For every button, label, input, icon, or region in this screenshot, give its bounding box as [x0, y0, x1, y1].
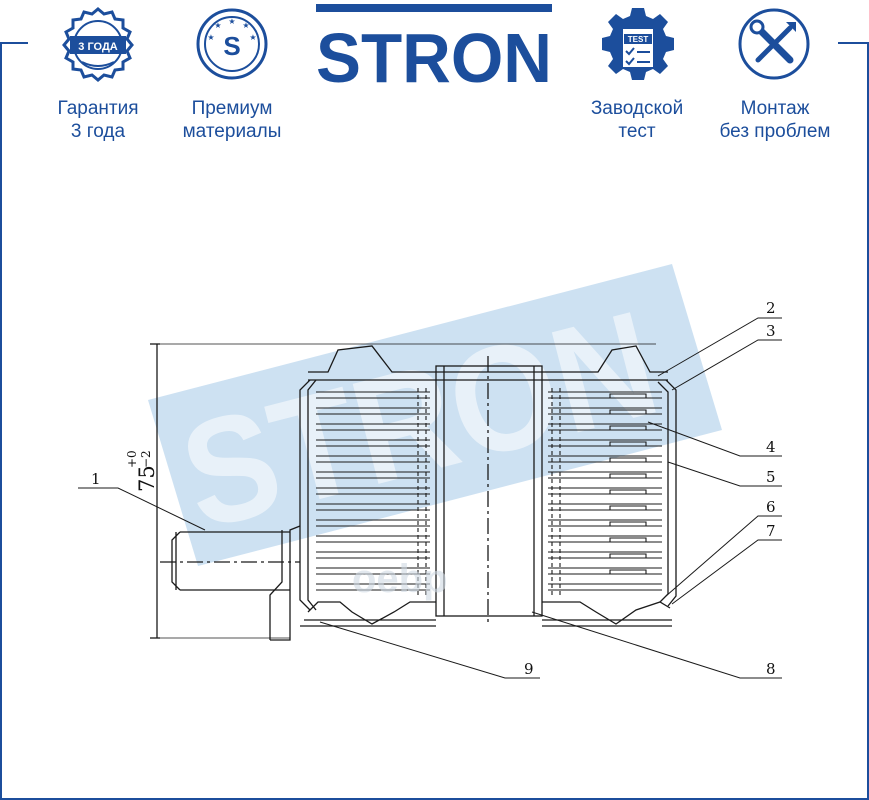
badge-factory-test-line1: Заводской: [590, 98, 684, 119]
plate-stack-left: [316, 388, 430, 596]
callout-5: 5: [766, 468, 776, 486]
frame-line-right: [838, 42, 869, 44]
svg-text:★: ★: [242, 21, 249, 30]
svg-text:★: ★: [249, 33, 256, 42]
dimension-value: 75: [135, 465, 159, 492]
badge-stamp-text: S: [223, 31, 240, 61]
frame-line-left-vertical: [0, 42, 2, 800]
badge-warranty: Гарантия 3 года: [38, 97, 158, 143]
frame-line-right-vertical: [867, 42, 869, 800]
badge-factory-test: Заводской тест: [570, 97, 704, 143]
star-seal-icon: ★★★ ★★ S: [196, 8, 268, 80]
tools-icon: [738, 8, 810, 80]
badge-stamp-text: 3 ГОДА: [78, 41, 118, 53]
callout-9: 9: [524, 660, 534, 678]
frame-line-left: [0, 42, 28, 44]
callout-8: 8: [766, 660, 776, 678]
stron-watermark: STRON: [148, 264, 722, 566]
gear-test-icon: TEST: [602, 8, 674, 80]
svg-text:★: ★: [207, 33, 214, 42]
callout-2: 2: [766, 299, 776, 317]
badge-premium-line2: материалы: [182, 121, 282, 142]
callout-1: 1: [91, 470, 101, 488]
badge-warranty-line2: 3 года: [70, 121, 126, 142]
frame-line-bottom: [0, 798, 869, 800]
badge-factory-test-line2: тест: [618, 121, 656, 142]
overlay-watermark-text: oebp: [352, 557, 448, 601]
badge-premium: Премиум материалы: [165, 97, 299, 143]
badge-installation-line1: Монтаж: [740, 98, 810, 119]
callout-7: 7: [766, 522, 776, 540]
cooler-technical-drawing: STRON: [78, 264, 782, 679]
badge-premium-line1: Премиум: [191, 98, 273, 119]
badge-installation: Монтаж без проблем: [700, 97, 850, 143]
plate-stack-right: [548, 388, 662, 596]
shield-badge-icon: 3 ГОДА: [62, 7, 134, 82]
svg-text:★: ★: [228, 17, 235, 26]
badge-installation-line2: без проблем: [719, 121, 831, 142]
badge-stamp-text: TEST: [628, 35, 649, 44]
svg-text:★: ★: [214, 21, 221, 30]
dimension-tolerance-upper: +0: [125, 450, 139, 468]
callout-6: 6: [766, 498, 776, 516]
callout-3: 3: [766, 322, 776, 340]
callout-4: 4: [766, 438, 776, 456]
watermark-text: STRON: [166, 278, 673, 561]
dimension-tolerance-lower: −2: [139, 450, 153, 468]
logo-text: STRON: [316, 19, 552, 86]
badge-warranty-line1: Гарантия: [57, 98, 139, 119]
stron-logo: STRON: [316, 4, 552, 86]
